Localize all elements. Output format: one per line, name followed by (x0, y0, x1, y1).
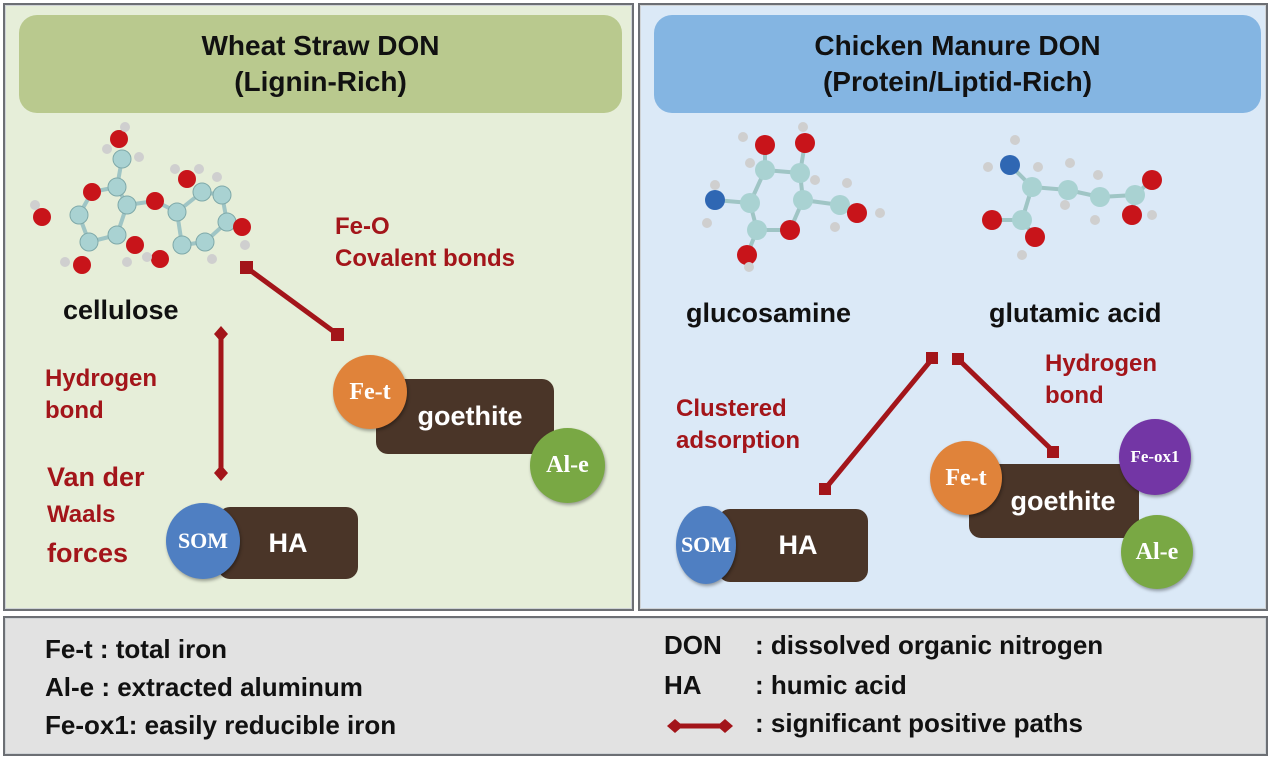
wheat-straw-title: Wheat Straw DON (201, 30, 440, 61)
legend-arrow-text: : significant positive paths (755, 708, 1083, 738)
legend-fe-t: Fe-t : total iron (45, 634, 227, 664)
chicken-manure-header: Chicken Manure DON (Protein/Liptid-Rich) (654, 15, 1261, 113)
legend-don-key: DON (664, 630, 722, 660)
hydrogen-bond-label-left-line2: bond (45, 397, 104, 424)
covalent-bond-label-line1: Fe-O (335, 213, 390, 240)
goethite-label-right: goethite (1010, 485, 1116, 516)
fe-t-badge-left: Fe-t (333, 355, 407, 429)
covalent-bond-label-line2: Covalent bonds (335, 245, 516, 272)
al-e-badge-left: Al-e (530, 428, 605, 503)
wheat-straw-panel: Wheat Straw DON (Lignin-Rich) cellulose (3, 3, 634, 611)
wheat-straw-subtitle: (Lignin-Rich) (234, 66, 407, 97)
glutamic-acid-label: glutamic acid (989, 298, 1162, 328)
chicken-manure-subtitle: (Protein/Liptid-Rich) (822, 66, 1093, 97)
clustered-adsorption-label: Clustered adsorption (676, 393, 800, 457)
glutamic-acid-molecule-icon (982, 135, 1162, 260)
hydrogen-bond-label-left: Hydrogen bond (45, 363, 157, 427)
covalent-bond-label: Fe-O Covalent bonds (335, 211, 515, 275)
glucosamine-label: glucosamine (686, 298, 852, 328)
fe-t-badge-right: Fe-t (930, 441, 1002, 515)
legend-don-text: : dissolved organic nitrogen (755, 630, 1104, 660)
hydrogen-bond-label-left-line1: Hydrogen (45, 365, 158, 392)
ha-label-left: HA (268, 527, 308, 558)
legend-fe-ox1: Fe-ox1: easily reducible iron (45, 710, 397, 740)
hydrogen-bond-label-right-line1: Hydrogen (1045, 350, 1158, 377)
van-der-waals-line3: forces (47, 538, 129, 568)
legend-ha-key: HA (664, 670, 702, 700)
cellulose-molecule-icon (30, 122, 251, 274)
som-badge-right: SOM (676, 506, 736, 584)
legend-panel: Fe-t : total iron Al-e : extracted alumi… (3, 616, 1268, 756)
ha-box-right: HA (718, 509, 868, 582)
ha-box-left: HA (218, 507, 358, 579)
som-badge-left: SOM (166, 503, 240, 579)
al-e-badge-right: Al-e (1121, 515, 1193, 589)
van-der-waals-label: Van der Waals forces (47, 458, 145, 572)
chicken-manure-title: Chicken Manure DON (814, 30, 1101, 61)
cellulose-label: cellulose (63, 295, 179, 325)
chicken-manure-panel: Chicken Manure DON (Protein/Liptid-Rich)… (638, 3, 1268, 611)
fe-ox1-badge-right: Fe-ox1 (1119, 419, 1191, 495)
clustered-adsorption-line1: Clustered (676, 395, 787, 422)
ha-label-right: HA (778, 530, 818, 560)
legend-al-e: Al-e : extracted aluminum (45, 672, 363, 702)
wheat-straw-header: Wheat Straw DON (Lignin-Rich) (19, 15, 622, 113)
double-arrow-icon (667, 719, 733, 733)
legend-ha-text: : humic acid (755, 670, 907, 700)
clustered-adsorption-line2: adsorption (676, 427, 800, 454)
hydrogen-bond-label-right-line2: bond (1045, 382, 1104, 409)
van-der-waals-line1: Van der (47, 462, 145, 492)
glucosamine-molecule-icon (702, 122, 885, 272)
goethite-label-left: goethite (417, 401, 523, 431)
van-der-waals-line2: Waals (47, 501, 116, 528)
hydrogen-bond-label-right: Hydrogen bond (1045, 348, 1157, 412)
